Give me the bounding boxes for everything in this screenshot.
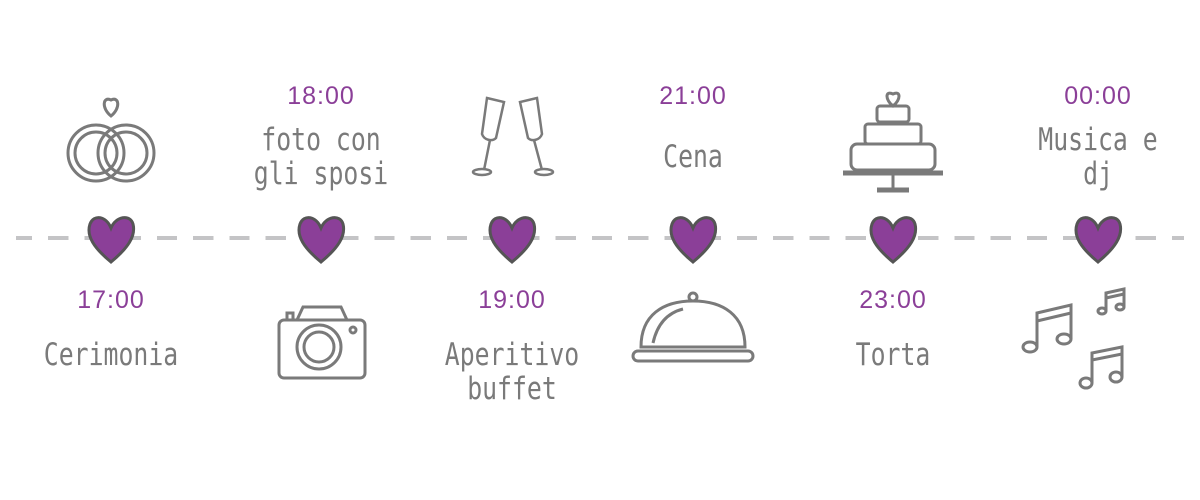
event-time: 21:00 (659, 82, 727, 110)
event-label: Aperitivo buffet (444, 337, 580, 407)
heart-marker-icon (297, 216, 346, 264)
timeline-event-foto: 18:00 foto con gli sposi (221, 0, 421, 500)
timeline-event-aperitivo: 19:00 Aperitivo buffet (412, 0, 612, 500)
camera-icon (271, 285, 371, 385)
event-time: 17:00 (77, 286, 145, 314)
wedding-cake-icon (843, 86, 943, 193)
event-time: 23:00 (859, 286, 927, 314)
heart-marker-icon (87, 216, 136, 264)
timeline-dashed-line (16, 236, 1184, 240)
heart-marker-icon (1074, 216, 1123, 264)
event-time: 18:00 (287, 82, 355, 110)
heart-marker-icon (669, 216, 718, 264)
heart-marker-icon (869, 216, 918, 264)
timeline-event-musica: 00:00 Musica e dj (998, 0, 1198, 500)
event-time: 00:00 (1064, 82, 1132, 110)
timeline-event-torta: 23:00 Torta (793, 0, 993, 500)
food-cloche-icon (631, 285, 755, 385)
wedding-rings-icon (61, 86, 161, 186)
event-label: Cerimonia (43, 337, 179, 373)
event-label: Musica e dj (1038, 122, 1158, 192)
event-label: foto con gli sposi (253, 122, 389, 192)
music-notes-icon (1020, 285, 1130, 390)
timeline-event-cena: 21:00 Cena (593, 0, 793, 500)
champagne-glasses-icon (462, 86, 562, 186)
event-time: 19:00 (478, 286, 546, 314)
event-label: Cena (663, 139, 723, 175)
heart-marker-icon (488, 216, 537, 264)
timeline-event-cerimonia: 17:00 Cerimonia (11, 0, 211, 500)
event-label: Torta (855, 337, 931, 373)
